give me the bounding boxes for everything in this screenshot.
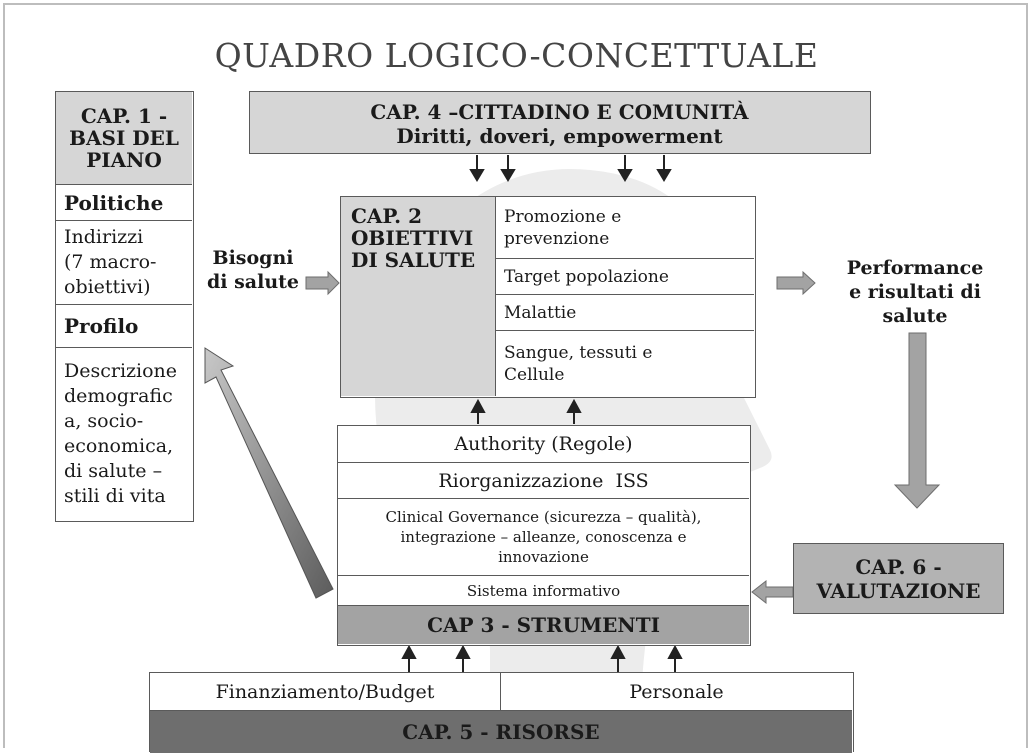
bisogni-label: Bisogni di salute [206,247,300,293]
cap6-box: CAP. 6 - VALUTAZIONE [793,543,1004,614]
cap4-subtitle: Diritti, doveri, empowerment [396,124,723,148]
cap5-item-finanziamento: Finanziamento/Budget [150,673,501,711]
cap3-item-sistema-informativo: Sistema informativo [338,576,749,606]
cap1-indirizzi: Indirizzi (7 macro- obiettivi) [56,221,192,305]
cap5-box: Finanziamento/Budget Personale CAP. 5 - … [149,672,854,753]
cap1-column: CAP. 1 - BASI DEL PIANO Politiche Indiri… [55,91,194,522]
performance-label: Performance e risultati di salute [846,257,984,327]
cap2-item-sangue: Sangue, tessuti e Cellule [504,342,653,385]
head-silhouette-image [375,169,772,752]
cap2-box: CAP. 2 OBIETTIVI DI SALUTE Promozione e … [340,196,756,398]
cap3-box: Authority (Regole) Riorganizzazione ISS … [337,425,751,646]
cap3-footer: CAP 3 - STRUMENTI [338,606,749,644]
diagram-title: QUADRO LOGICO-CONCETTUALE [214,36,819,75]
cap2-item-malattie: Malattie [496,295,754,331]
cap3-item-riorganizzazione: Riorganizzazione ISS [338,463,749,499]
cap5-item-personale: Personale [501,673,852,711]
cap1-profilo: Profilo [56,305,192,348]
cap2-item-promozione: Promozione e prevenzione [496,197,754,259]
cap3-item-clinical-governance: Clinical Governance (sicurezza – qualità… [338,499,749,576]
cap2-item-target: Target popolazione [496,259,754,295]
cap3-item-authority: Authority (Regole) [338,426,749,463]
cap1-politiche: Politiche [56,185,192,221]
cap5-footer: CAP. 5 - RISORSE [150,711,852,753]
cap4-title: CAP. 4 –CITTADINO E COMUNITÀ [370,100,749,124]
cap1-descrizione: Descrizione demografic a, socio- economi… [64,360,178,507]
cap1-heading: CAP. 1 - BASI DEL PIANO [56,92,192,185]
diagram-frame [3,3,1028,748]
cap2-heading: CAP. 2 OBIETTIVI DI SALUTE [341,197,496,396]
cap4-box: CAP. 4 –CITTADINO E COMUNITÀ Diritti, do… [249,91,871,154]
